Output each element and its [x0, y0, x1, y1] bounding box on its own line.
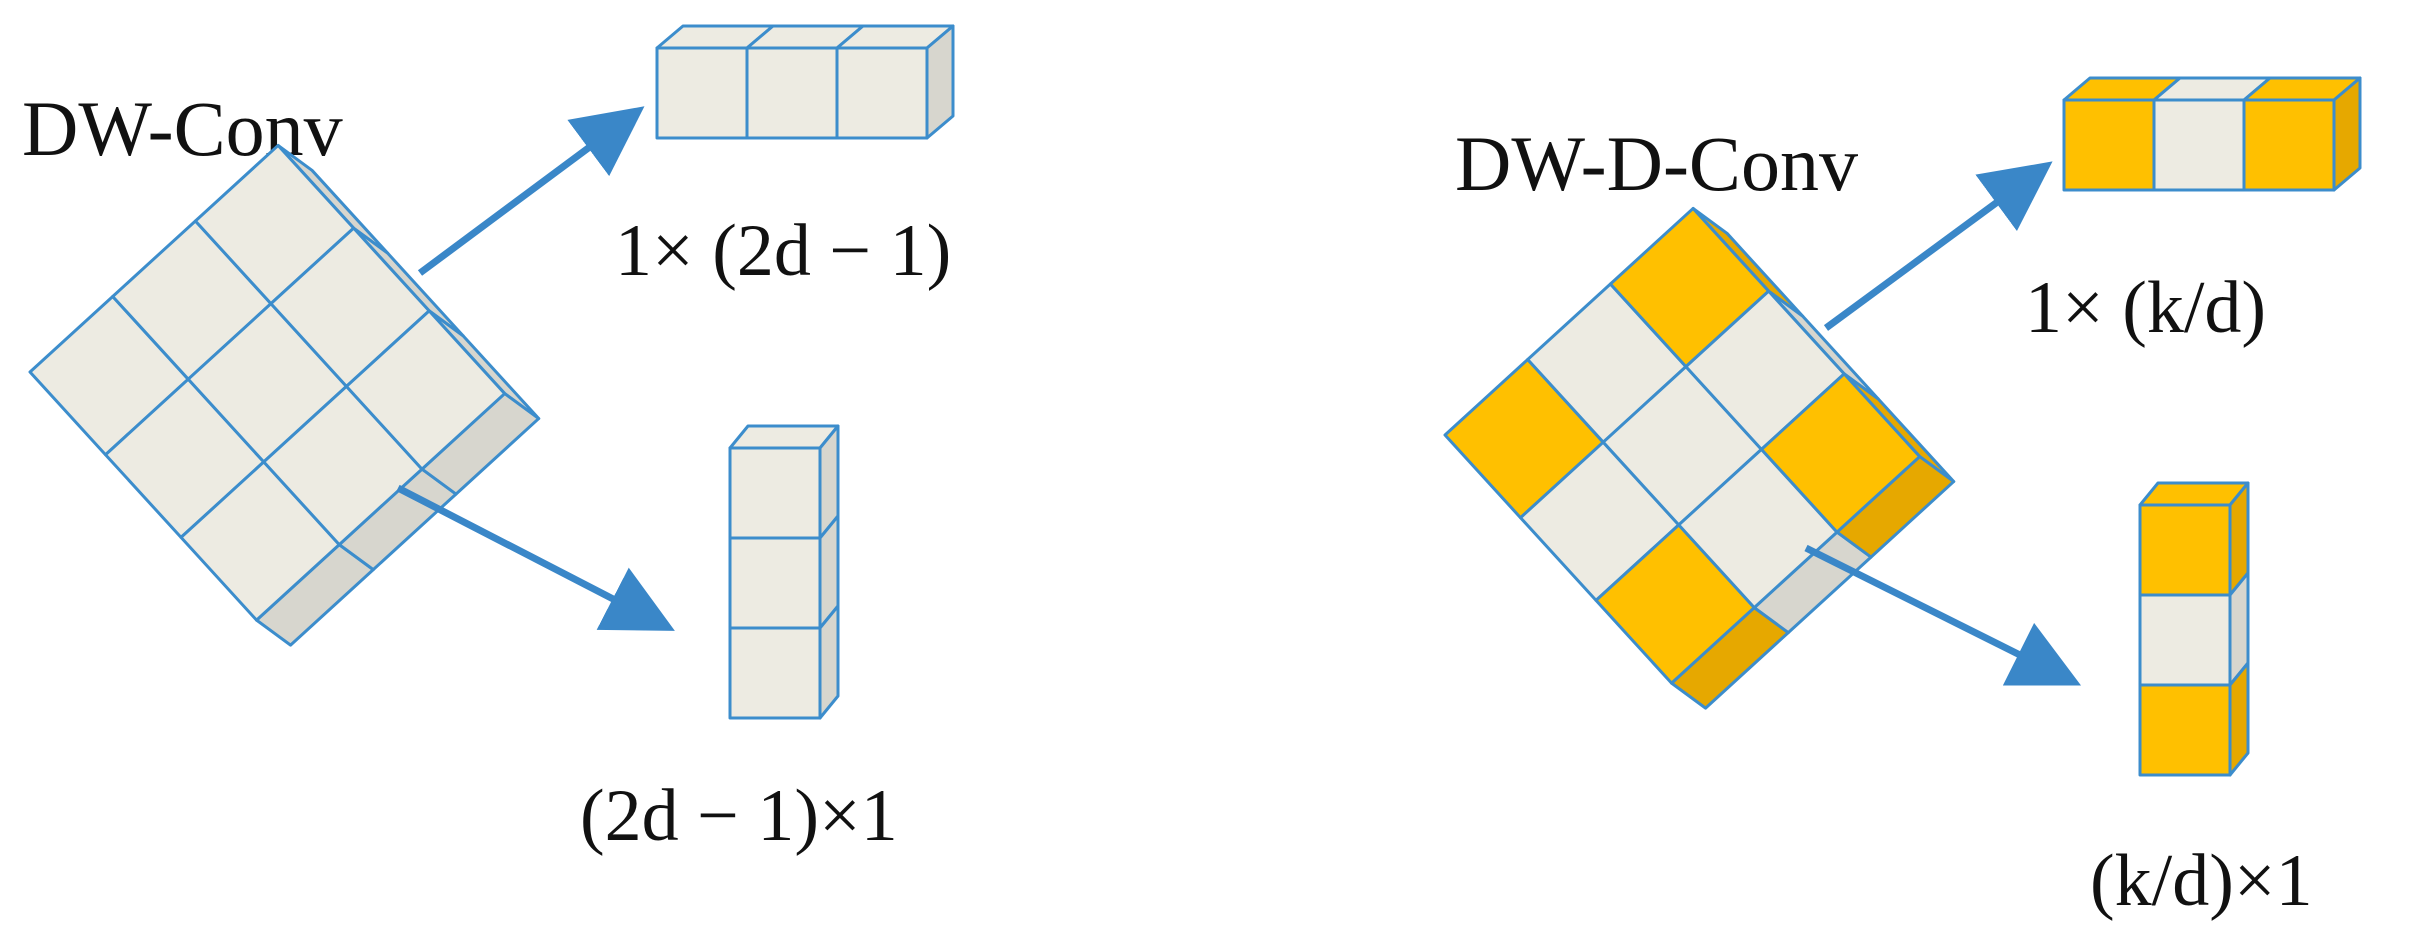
left-arrow-to-column [396, 484, 675, 631]
right-grid-kernel [1443, 206, 1956, 710]
right-column-cell-1 [2138, 571, 2250, 687]
left-column-kernel [728, 424, 840, 720]
left-horizontal-label: 1× (2d − 1) [615, 210, 951, 292]
left-column-cell-0 [728, 424, 840, 540]
left-row-kernel [655, 24, 955, 140]
right-column-cell-0 [2138, 481, 2250, 597]
right-row-cell-2 [2242, 76, 2362, 192]
right-arrow-to-column [1804, 544, 2082, 686]
right-vertical-label: (k/d)×1 [2090, 840, 2313, 922]
left-arrow-to-row [417, 106, 645, 276]
right-title: DW-D-Conv [1455, 120, 1858, 207]
left-column-cell-2 [728, 604, 840, 720]
left-row-cell-2 [835, 24, 955, 140]
right-grid-cell-2-2 [1759, 372, 1956, 559]
right-row-cell-0 [2062, 76, 2182, 192]
right-arrow-to-row [1823, 161, 2053, 331]
left-panel: DW-Conv 1× (2d − 1) (2d − 1)×1 [22, 24, 955, 857]
right-row-kernel [2062, 76, 2362, 192]
right-panel: DW-D-Conv 1× (k/d) (k/d)×1 [1443, 76, 2362, 922]
left-vertical-label: (2d − 1)×1 [580, 775, 898, 857]
left-grid-kernel [28, 143, 541, 647]
left-row-cell-1 [745, 24, 865, 140]
left-grid-cell-2-2 [344, 309, 541, 496]
right-horizontal-label: 1× (k/d) [2025, 267, 2266, 349]
right-row-cell-1 [2152, 76, 2272, 192]
right-column-kernel [2138, 481, 2250, 777]
right-column-cell-2 [2138, 661, 2250, 777]
